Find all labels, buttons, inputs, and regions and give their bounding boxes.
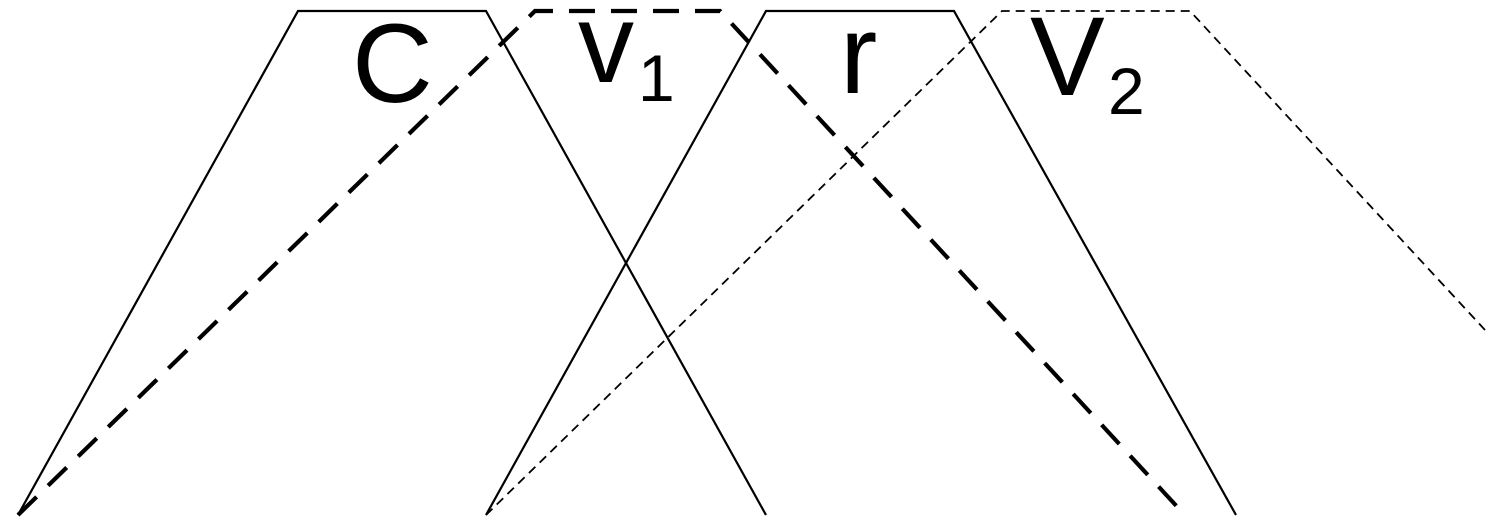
label-v1: v [578, 0, 634, 106]
trapezoid-v1-dashed [16, 8, 1184, 517]
label-v1-subscript: 1 [638, 41, 675, 115]
trapezoid-r-solid [485, 9, 1237, 516]
label-v1-main: v [578, 0, 634, 106]
label-c: C [352, 1, 433, 126]
trapezoid-v2-dotted [485, 10, 1486, 516]
label-v2-subscript: 2 [1108, 54, 1145, 128]
label-r: r [840, 0, 877, 117]
label-v2: V [1030, 0, 1105, 119]
